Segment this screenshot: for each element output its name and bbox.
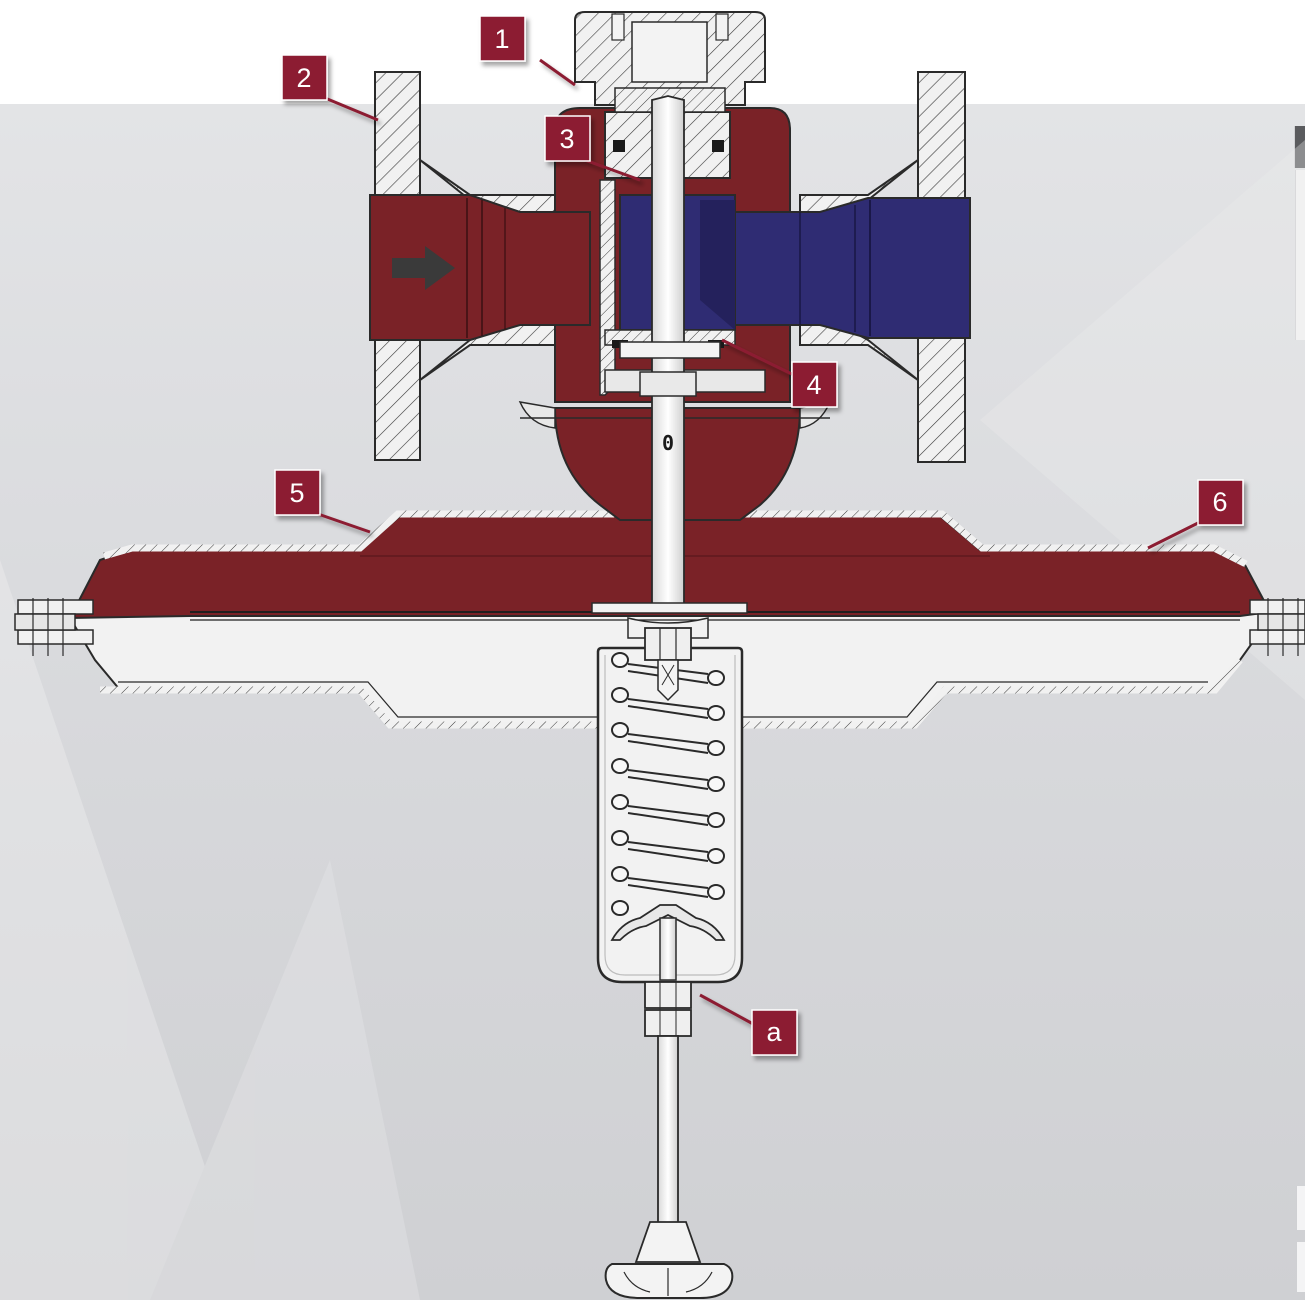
side-tab-dark [1294, 126, 1305, 168]
flow-direction-arrow-icon [392, 246, 455, 290]
callout-2-label: 2 [296, 63, 311, 93]
diaphragm-plate [591, 602, 748, 614]
housing-bolts-left [14, 598, 94, 656]
callout-6 [1147, 479, 1244, 550]
callout-1 [479, 15, 576, 87]
callout-6-label: 6 [1212, 487, 1227, 517]
callout-4-label: 4 [806, 370, 821, 400]
stem-marking: 0 [662, 431, 674, 455]
callout-a-label: a [766, 1017, 782, 1047]
side-tab-bottom-2 [1296, 1242, 1305, 1292]
side-tab-light [1295, 170, 1305, 340]
callout-2 [281, 54, 379, 122]
top-cap [574, 11, 766, 106]
callout-3-label: 3 [559, 124, 574, 154]
stem-nut [627, 617, 709, 702]
callout-5-label: 5 [289, 478, 304, 508]
outlet-flange [719, 71, 971, 463]
side-tab-bottom-1 [1296, 1186, 1305, 1230]
callout-a [699, 993, 798, 1056]
callout-5 [274, 469, 371, 534]
callout-3 [544, 115, 641, 182]
spring-housing [596, 646, 744, 984]
callout-4 [721, 338, 838, 408]
spring-plate [610, 904, 726, 941]
housing-bolts-right [1249, 598, 1305, 656]
inlet-flange [369, 71, 591, 461]
valve-stem [619, 95, 721, 613]
callout-1-label: 1 [494, 24, 509, 54]
adjusting-screw [604, 917, 734, 1299]
compression-spring [611, 652, 725, 916]
